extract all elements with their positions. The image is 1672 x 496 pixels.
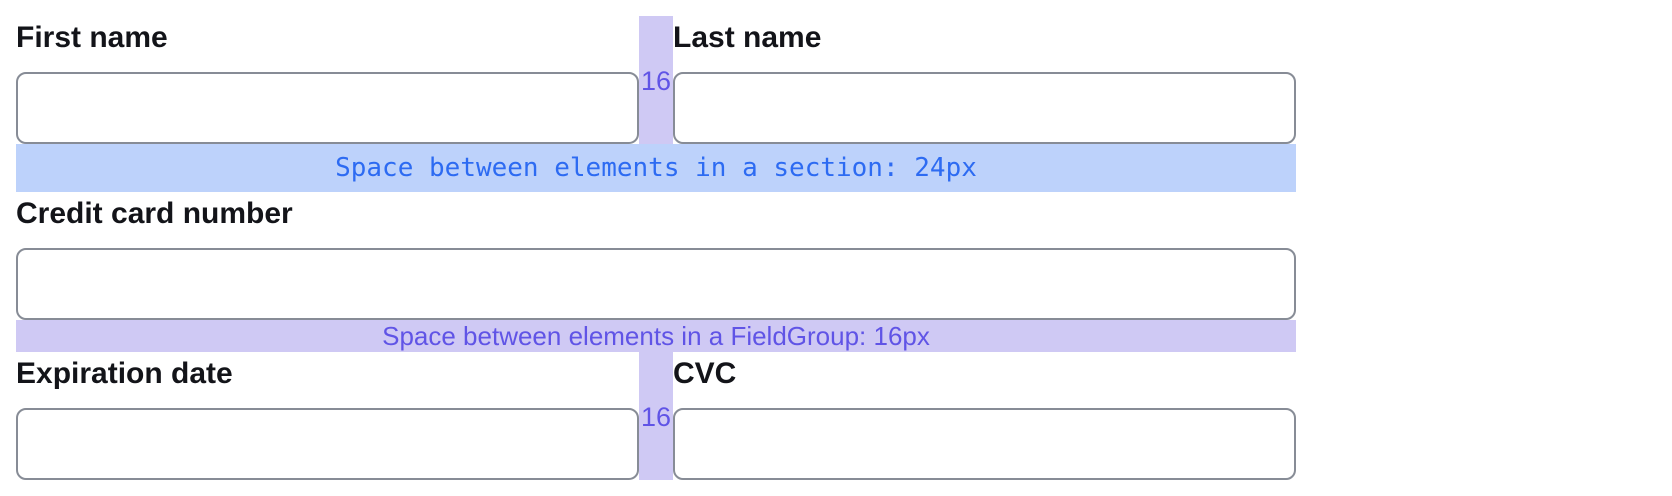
section-spacing-highlight: Space between elements in a section: 24p… — [16, 144, 1296, 192]
gap-size-label: 16 — [641, 402, 672, 432]
form-preview: 16 First name Last name Space between el… — [16, 16, 1296, 480]
expiration-date-label: Expiration date — [16, 357, 233, 390]
expiry-cvc-row: 16 Expiration date CVC — [16, 352, 1296, 480]
first-name-field: First name — [16, 16, 639, 144]
expiration-date-field: Expiration date — [16, 352, 639, 480]
column-gap-highlight: 16 — [639, 16, 673, 144]
last-name-input[interactable] — [673, 72, 1296, 144]
first-name-label: First name — [16, 21, 168, 54]
first-name-input[interactable] — [16, 72, 639, 144]
expiration-date-input[interactable] — [16, 408, 639, 480]
card-number-label: Credit card number — [16, 197, 293, 230]
cvc-input[interactable] — [673, 408, 1296, 480]
last-name-field: Last name — [673, 16, 1296, 144]
cvc-label: CVC — [673, 357, 737, 390]
column-gap-highlight: 16 — [639, 352, 673, 480]
card-number-field: Credit card number — [16, 192, 1296, 320]
last-name-label: Last name — [673, 21, 822, 54]
fieldgroup-spacing-highlight: Space between elements in a FieldGroup: … — [16, 320, 1296, 352]
card-number-row: Credit card number — [16, 192, 1296, 320]
cvc-field: CVC — [673, 352, 1296, 480]
card-number-input[interactable] — [16, 248, 1296, 320]
gap-size-label: 16 — [641, 66, 672, 96]
name-row: 16 First name Last name — [16, 16, 1296, 144]
